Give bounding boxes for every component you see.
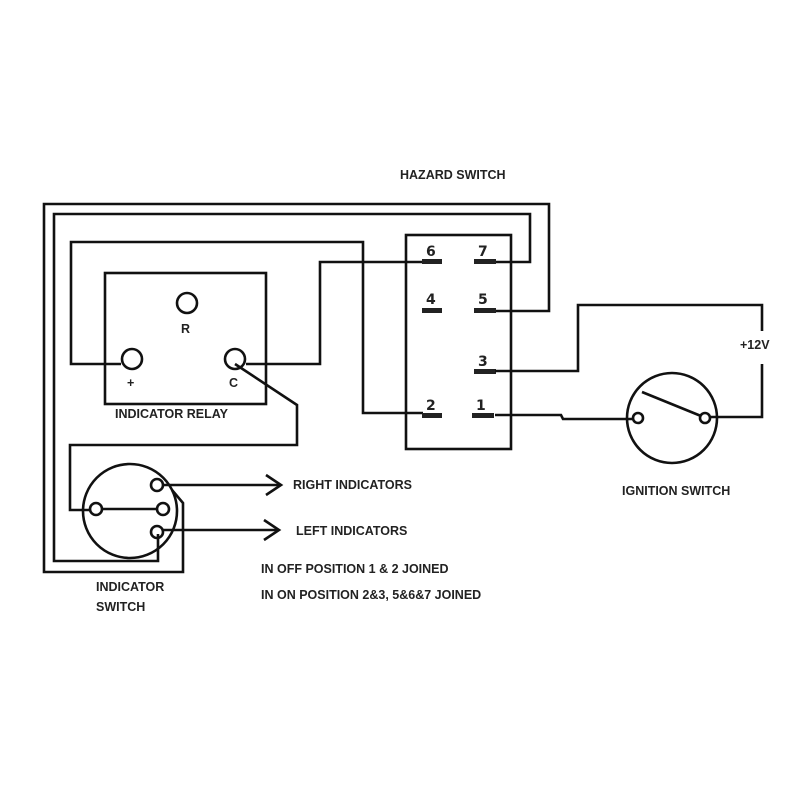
wire-plus-to-pin2 <box>69 240 423 415</box>
pin-4-pad <box>422 308 442 313</box>
pin-7-label: 7 <box>478 244 488 260</box>
ignition-switch-body <box>625 371 719 465</box>
wire-pin5-loop <box>42 202 551 574</box>
relay-label-r: R <box>181 322 190 336</box>
pin-5-pad <box>474 308 496 313</box>
relay-terminal-c <box>223 347 247 371</box>
ignition-lever <box>641 390 702 418</box>
pin-3-label: 3 <box>478 354 488 370</box>
wire-12v-to-ignition <box>711 364 764 419</box>
pin-5-label: 5 <box>478 292 488 308</box>
wire-c-to-indicator-switch <box>68 362 299 512</box>
indicator-switch-label-1: INDICATOR <box>96 580 164 594</box>
indicator-terminal-left <box>149 524 165 540</box>
pin-7-pad <box>474 259 496 264</box>
right-arrow-icon <box>265 473 284 497</box>
pin-3-pad <box>474 369 496 374</box>
right-indicators-label: RIGHT INDICATORS <box>293 478 412 492</box>
left-arrow-icon <box>263 518 282 542</box>
indicator-terminal-right <box>149 477 165 493</box>
pin-2-pad <box>422 413 442 418</box>
pin-6-label: 6 <box>426 244 436 260</box>
hazard-switch-title: HAZARD SWITCH <box>400 168 506 182</box>
wire-pin1-to-ignition <box>495 413 632 421</box>
wire-c-to-pin6 <box>246 260 423 366</box>
pin-6-pad <box>422 259 442 264</box>
ignition-label: IGNITION SWITCH <box>622 484 730 498</box>
left-indicators-label: LEFT INDICATORS <box>296 524 407 538</box>
indicator-relay-box <box>103 271 268 406</box>
note-off-position: IN OFF POSITION 1 & 2 JOINED <box>261 562 449 576</box>
ignition-terminal-left <box>631 411 645 425</box>
pin-4-label: 4 <box>426 292 436 308</box>
indicator-terminal-center <box>155 501 171 517</box>
hazard-pins: 6 7 4 5 3 2 1 <box>422 244 496 418</box>
relay-label-c: C <box>229 376 238 390</box>
pin-1-pad <box>472 413 494 418</box>
ignition-terminal-right <box>698 411 712 425</box>
indicator-switch-label-2: SWITCH <box>96 600 145 614</box>
relay-label: INDICATOR RELAY <box>115 407 229 421</box>
relay-label-plus: + <box>127 376 134 390</box>
note-on-position: IN ON POSITION 2&3, 5&6&7 JOINED <box>261 588 481 602</box>
pin-2-label: 2 <box>426 398 436 414</box>
relay-terminal-plus <box>120 347 144 371</box>
indicator-switch-body <box>81 462 179 560</box>
supply-label: +12V <box>740 338 770 352</box>
hazard-switch-box <box>404 233 513 451</box>
pin-1-label: 1 <box>476 398 486 414</box>
wire-pin3-to-12v <box>495 303 764 373</box>
relay-terminal-r <box>175 291 199 315</box>
indicator-terminal-feed <box>88 501 104 517</box>
wire-pin7-loop <box>52 212 532 563</box>
